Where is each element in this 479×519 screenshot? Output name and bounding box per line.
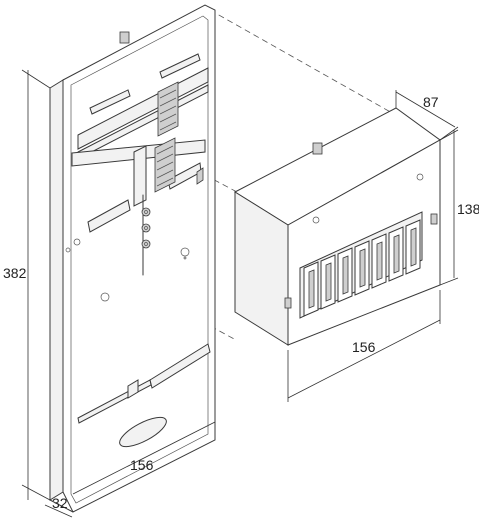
dim-depth-cabinet: 32 bbox=[52, 495, 68, 511]
top-clip bbox=[119, 31, 130, 44]
box-top-clip bbox=[312, 142, 323, 155]
distribution-box bbox=[233, 107, 441, 346]
mounting-slots bbox=[77, 53, 211, 448]
dim-width-cabinet: 156 bbox=[130, 457, 154, 473]
dim-height-cabinet: 382 bbox=[3, 265, 27, 281]
breaker-window bbox=[299, 211, 423, 319]
dim-height-box: 138 bbox=[457, 201, 479, 217]
dim-depth-box: 87 bbox=[423, 94, 439, 110]
bracket bbox=[133, 145, 147, 207]
cabinet-back-plate bbox=[49, 4, 216, 513]
mounting-holes bbox=[65, 167, 204, 302]
dimension-lines bbox=[21, 69, 459, 518]
dim-width-box: 156 bbox=[352, 339, 376, 355]
terminal-block-lower bbox=[154, 137, 176, 193]
terminal-block-upper bbox=[157, 81, 179, 137]
earth-bolts bbox=[141, 194, 151, 276]
